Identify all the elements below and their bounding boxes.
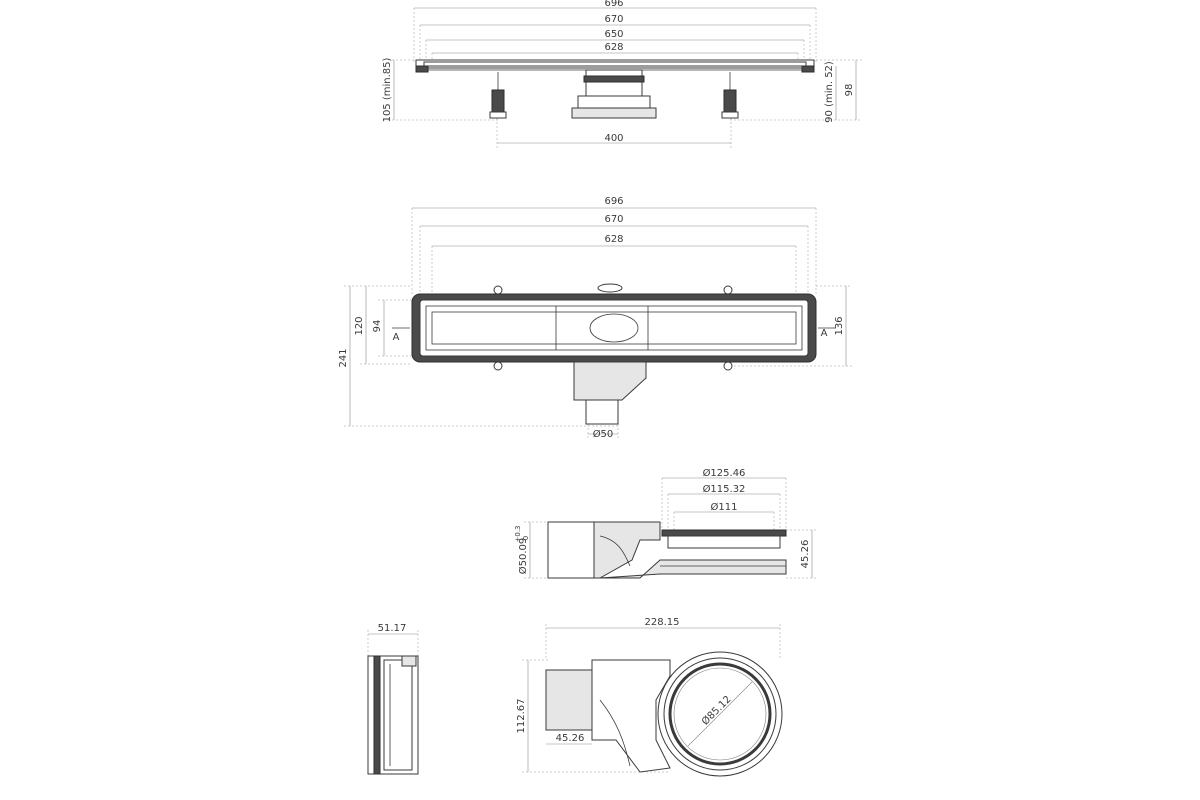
trap-dia-111: Ø111 [711,501,738,513]
section-mark-left: A [393,332,400,343]
trap-height: 45.26 [800,540,811,569]
top-dim-400: 400 [604,133,623,144]
trap-tol-lower: 0 [522,536,530,540]
plan-dimensions: 696 670 628 241 120 94 136 A A [338,196,852,440]
top-dim-105: 105 (min.85) [382,57,393,122]
plan-outlet-dia: Ø50 [593,428,614,440]
trap-side-dimensions: Ø125.46 Ø115.32 Ø111 45.26 Ø50.09 +0.3 0 [514,467,818,579]
trap-small-view: 51.17 [367,623,419,775]
trap-tol-upper: +0.3 [514,526,522,543]
top-dim-696: 696 [604,0,623,9]
top-dim-98: 98 [844,84,855,97]
top-side-view: 696 670 650 628 400 105 (min.85) 90 (min… [382,0,862,148]
section-mark-right: A [821,328,828,339]
plan-dim-628: 628 [604,234,623,245]
top-dim-90: 90 (min. 52) [824,61,835,123]
top-dim-628: 628 [604,42,623,53]
trap-plan-dimensions: 228.15 112.67 45.26 [516,617,781,773]
top-dim-650: 650 [604,29,623,40]
trap-plan-outlet-len: 45.26 [556,733,585,744]
plan-dim-94: 94 [372,320,383,333]
plan-channel [411,283,817,425]
trap-outlet-dia: Ø50.09 [517,538,529,575]
trap-plan-height: 112.67 [516,699,527,734]
top-channel [415,59,815,119]
trap-dia-115: Ø115.32 [703,483,746,495]
trap-plan-view: 228.15 112.67 45.26 Ø85.12 [516,617,783,777]
top-dim-670: 670 [604,14,623,25]
plan-dim-696: 696 [604,196,623,207]
plan-dim-670: 670 [604,214,623,225]
trap-small-dimensions: 51.17 [367,623,419,656]
plan-dim-136: 136 [834,316,845,335]
trap-dia-125: Ø125.46 [703,467,746,479]
trap-small-body [367,655,419,775]
plan-dim-120: 120 [354,316,365,335]
trap-plan-length: 228.15 [645,617,680,628]
trap-side-view: Ø125.46 Ø115.32 Ø111 45.26 Ø50.09 +0.3 0 [514,467,818,579]
plan-view: 696 670 628 241 120 94 136 A A [338,196,852,440]
trap-small-width: 51.17 [378,623,407,634]
trap-side-body [547,521,787,579]
trap-plan-body: Ø85.12 [545,651,783,777]
plan-dim-241: 241 [338,348,349,367]
top-dimensions: 696 670 650 628 400 105 (min.85) 90 (min… [382,0,862,148]
